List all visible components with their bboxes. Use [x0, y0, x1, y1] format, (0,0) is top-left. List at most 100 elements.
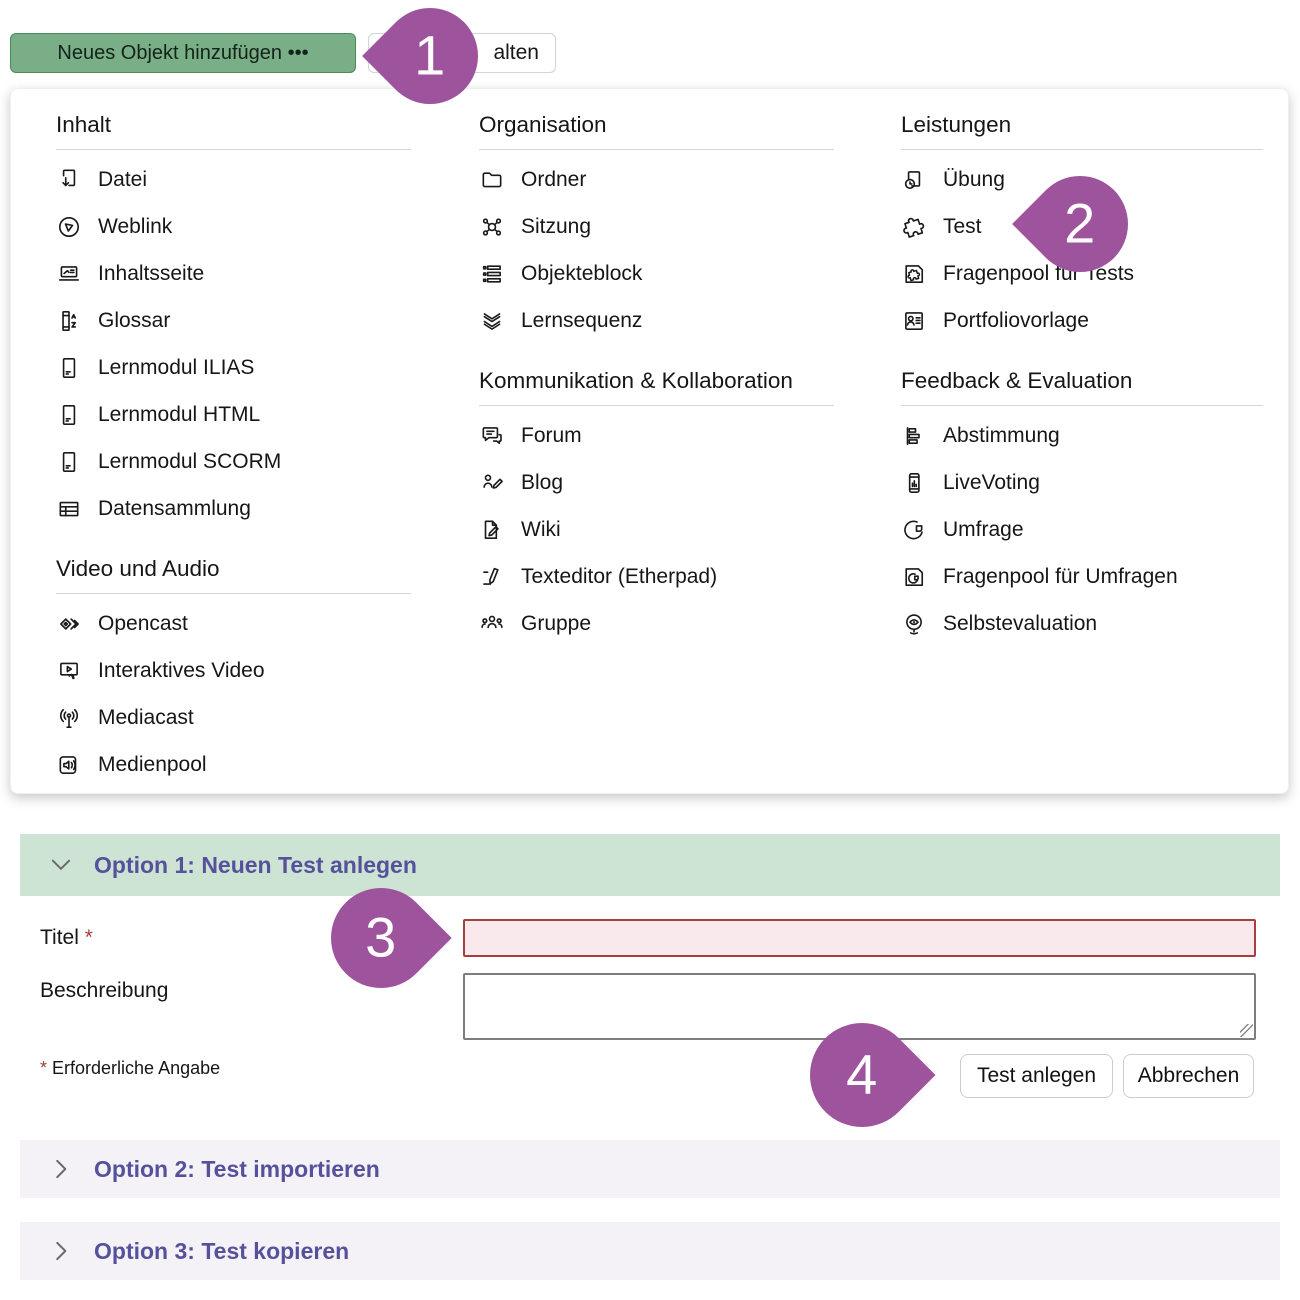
- menu-item-label: Portfoliovorlage: [943, 309, 1089, 333]
- learning-sequence-icon: [479, 308, 505, 334]
- menu-item-label: Umfrage: [943, 518, 1024, 542]
- blog-icon: [479, 470, 505, 496]
- menu-item-medienpool[interactable]: Medienpool: [56, 742, 411, 789]
- menu-item-interaktives-video[interactable]: Interaktives Video: [56, 648, 411, 695]
- menu-item-abstimmung[interactable]: Abstimmung: [901, 413, 1263, 460]
- menu-section-title: Video und Audio: [56, 555, 411, 594]
- menu-item-label: Lernmodul ILIAS: [98, 356, 255, 380]
- option2-title: Option 2: Test importieren: [94, 1155, 380, 1182]
- menu-item-texteditor-etherpad-[interactable]: Texteditor (Etherpad): [479, 554, 834, 601]
- required-note-text: Erforderliche Angabe: [52, 1058, 221, 1078]
- menu-section-title: Leistungen: [901, 111, 1263, 150]
- description-label: Beschreibung: [40, 979, 169, 1002]
- item-group-icon: [479, 261, 505, 287]
- menu-item-label: Sitzung: [521, 215, 592, 239]
- menu-item-lernmodul-ilias[interactable]: Lernmodul ILIAS: [56, 345, 411, 392]
- menu-item-glossar[interactable]: Glossar: [56, 298, 411, 345]
- option1-section-header[interactable]: Option 1: Neuen Test anlegen: [20, 834, 1280, 896]
- session-icon: [479, 214, 505, 240]
- create-test-button[interactable]: Test anlegen: [960, 1054, 1113, 1098]
- menu-item-umfrage[interactable]: Umfrage: [901, 507, 1263, 554]
- menu-item-ordner[interactable]: Ordner: [479, 157, 834, 204]
- menu-item-fragenpool-für-umfragen[interactable]: Fragenpool für Umfragen: [901, 554, 1263, 601]
- question-pool-survey-icon: [901, 564, 927, 590]
- menu-item-datensammlung[interactable]: Datensammlung: [56, 486, 411, 533]
- menu-item-label: Selbstevaluation: [943, 612, 1098, 636]
- menu-item-datei[interactable]: Datei: [56, 157, 411, 204]
- self-evaluation-icon: [901, 611, 927, 637]
- menu-item-label: Inhaltsseite: [98, 262, 205, 286]
- menu-item-label: Forum: [521, 424, 582, 448]
- title-input[interactable]: [463, 919, 1256, 957]
- menu-section-title: Organisation: [479, 111, 834, 150]
- puzzle-icon: [901, 214, 927, 240]
- content-page-icon: [56, 261, 82, 287]
- add-object-button[interactable]: Neues Objekt hinzufügen •••: [10, 33, 356, 73]
- poll-icon: [901, 423, 927, 449]
- menu-item-wiki[interactable]: Wiki: [479, 507, 834, 554]
- menu-item-label: Fragenpool für Tests: [943, 262, 1135, 286]
- menu-item-label: Datei: [98, 168, 148, 192]
- menu-item-lernmodul-html[interactable]: Lernmodul HTML: [56, 392, 411, 439]
- menu-item-label: Fragenpool für Umfragen: [943, 565, 1178, 589]
- menu-item-test[interactable]: Test: [901, 204, 1263, 251]
- live-voting-icon: [901, 470, 927, 496]
- required-note: * Erforderliche Angabe: [40, 1058, 220, 1079]
- wiki-icon: [479, 517, 505, 543]
- option1-title: Option 1: Neuen Test anlegen: [94, 851, 417, 878]
- title-label-text: Titel: [40, 926, 79, 949]
- interactive-video-icon: [56, 658, 82, 684]
- menu-item-label: Weblink: [98, 215, 173, 239]
- menu-item-übung[interactable]: Übung: [901, 157, 1263, 204]
- menu-item-sitzung[interactable]: Sitzung: [479, 204, 834, 251]
- menu-item-label: Objekteblock: [521, 262, 643, 286]
- menu-item-label: Opencast: [98, 612, 188, 636]
- menu-item-label: Lernmodul SCORM: [98, 450, 282, 474]
- menu-item-label: Medienpool: [98, 753, 207, 777]
- menu-item-objekteblock[interactable]: Objekteblock: [479, 251, 834, 298]
- menu-item-label: Ordner: [521, 168, 587, 192]
- menu-item-opencast[interactable]: Opencast: [56, 601, 411, 648]
- menu-item-lernsequenz[interactable]: Lernsequenz: [479, 298, 834, 345]
- menu-item-label: Übung: [943, 168, 1005, 192]
- menu-section-title: Kommunikation & Kollabo­ration: [479, 367, 834, 406]
- menu-item-gruppe[interactable]: Gruppe: [479, 601, 834, 648]
- forum-icon: [479, 423, 505, 449]
- menu-section-title: Inhalt: [56, 111, 411, 150]
- text-editor-icon: [479, 564, 505, 590]
- menu-item-forum[interactable]: Forum: [479, 413, 834, 460]
- menu-item-label: Interaktives Video: [98, 659, 265, 683]
- menu-item-portfoliovorlage[interactable]: Portfoliovorlage: [901, 298, 1263, 345]
- required-asterisk: *: [40, 1058, 48, 1078]
- cancel-button[interactable]: Abbrechen: [1123, 1054, 1254, 1098]
- required-asterisk: *: [84, 926, 93, 949]
- menu-item-livevoting[interactable]: LiveVoting: [901, 460, 1263, 507]
- menu-item-inhaltsseite[interactable]: Inhaltsseite: [56, 251, 411, 298]
- glossary-icon: [56, 308, 82, 334]
- broadcast-icon: [56, 705, 82, 731]
- chevron-right-icon: [48, 1156, 74, 1182]
- menu-item-mediacast[interactable]: Mediacast: [56, 695, 411, 742]
- menu-item-label: LiveVoting: [943, 471, 1040, 495]
- option3-section-header[interactable]: Option 3: Test kopieren: [20, 1222, 1280, 1280]
- menu-item-label: Texteditor (Etherpad): [521, 565, 718, 589]
- survey-icon: [901, 517, 927, 543]
- menu-item-blog[interactable]: Blog: [479, 460, 834, 507]
- textarea-resize-handle[interactable]: [1240, 1024, 1253, 1037]
- table-icon: [56, 496, 82, 522]
- menu-item-lernmodul-scorm[interactable]: Lernmodul SCORM: [56, 439, 411, 486]
- menu-item-label: Lernmodul HTML: [98, 403, 261, 427]
- menu-item-label: Lernsequenz: [521, 309, 643, 333]
- exercise-icon: [901, 167, 927, 193]
- menu-item-label: Blog: [521, 471, 564, 495]
- menu-item-weblink[interactable]: Weblink: [56, 204, 411, 251]
- menu-item-selbstevaluation[interactable]: Selbstevaluation: [901, 601, 1263, 648]
- menu-item-label: Abstimmung: [943, 424, 1060, 448]
- learning-module-icon: [56, 402, 82, 428]
- title-label: Titel *: [40, 926, 93, 950]
- menu-item-label: Datensammlung: [98, 497, 251, 521]
- chevron-down-icon: [48, 852, 74, 878]
- option2-section-header[interactable]: Option 2: Test importieren: [20, 1140, 1280, 1198]
